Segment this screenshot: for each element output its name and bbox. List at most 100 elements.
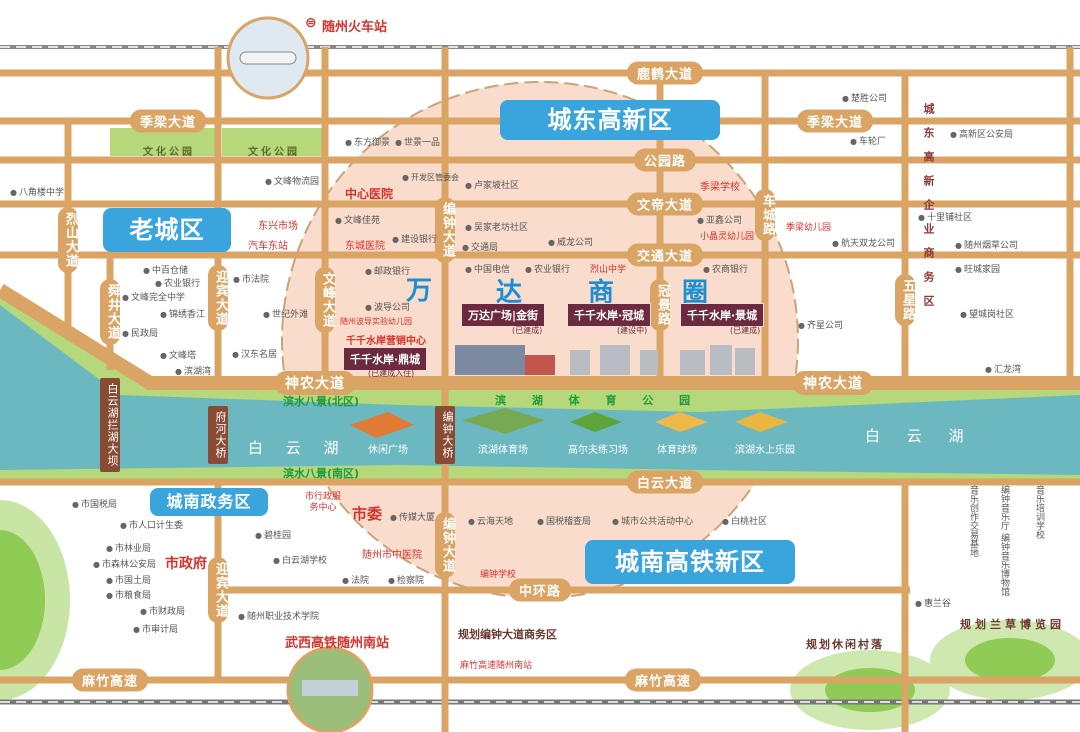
- lake-label-east: 白 云 湖: [865, 427, 964, 445]
- poi: 航天双龙公司: [832, 236, 895, 249]
- project-jingcheng-status: (已建成): [730, 326, 761, 335]
- north-bank-label: 滨水八景(北区): [283, 395, 360, 408]
- park-facility-icons: [350, 408, 788, 438]
- poi: 吴家老坊社区: [465, 220, 528, 233]
- poi: 城市公共活动中心: [612, 514, 693, 527]
- poi-city-government: 市政府: [165, 556, 207, 572]
- bridge-fuhe: 府河大桥: [208, 406, 228, 464]
- poi: 市森林公安局: [93, 557, 156, 570]
- road-wuxing: 五星路: [895, 274, 915, 326]
- poi: 旺城家园: [955, 262, 1000, 275]
- poi: 白桃社区: [722, 514, 767, 527]
- project-wanda-plaza[interactable]: 万达广场|金街: [461, 303, 546, 327]
- poi-east-bus-station: 汽车东站: [248, 241, 288, 252]
- south-bank-label: 滨水八景(南区): [283, 467, 360, 480]
- poi-city-committee: 市委: [352, 505, 383, 523]
- poi: 法院: [342, 573, 369, 586]
- poi: 市财政局: [140, 604, 185, 617]
- poi-jiliang-kindergarten: 季梁幼儿园: [786, 223, 832, 233]
- poi: 齐星公司: [798, 318, 843, 331]
- poi: 农业银行: [525, 262, 570, 275]
- poi-central-hospital: 中心医院: [345, 187, 394, 201]
- road-yingbin-south: 迎宾大道: [208, 557, 228, 623]
- poi-hsr-south-station[interactable]: 武西高铁随州南站: [285, 636, 390, 651]
- facility-leisure-square: 休闲广场: [368, 445, 408, 456]
- suizhou-railway-station-label[interactable]: 随州火车站: [322, 20, 388, 35]
- facility-water-park: 滨湖水上乐园: [735, 445, 795, 456]
- road-jiliang-west: 季梁大道: [129, 109, 207, 133]
- planned-business-district: 规划编钟大道商务区: [458, 628, 557, 641]
- poi-jiliang-school: 季梁学校: [700, 182, 740, 193]
- road-wendi: 文帝大道: [626, 192, 704, 216]
- poi-sales-center: 千千水岸营销中心: [346, 336, 426, 347]
- project-jingcheng[interactable]: 千千水岸·景城: [680, 303, 765, 327]
- poi: 文峰物流园: [265, 174, 319, 187]
- poi: 八角楼中学: [10, 185, 64, 198]
- planned-leisure-village: 规划休闲村落: [806, 638, 884, 651]
- facility-ball-court: 体育球场: [657, 445, 697, 456]
- poi: 锦绣香江: [160, 307, 205, 320]
- poi: 随州职业技术学院: [238, 609, 319, 622]
- facility-golf: 高尔夫练习场: [568, 445, 628, 456]
- poi: 世景一品: [395, 135, 440, 148]
- poi-bianzhong-concert-hall: 编钟音乐厅: [999, 485, 1009, 530]
- district-east-hitech: 城东高新区: [500, 100, 720, 140]
- poi: 中百仓储: [143, 263, 188, 276]
- poi: 汇龙湾: [985, 362, 1021, 375]
- road-guanjing: 冠景路: [650, 279, 670, 331]
- poi: 文峰完全中学: [122, 290, 185, 303]
- poi: 望城岗社区: [960, 307, 1014, 320]
- road-bianzhong-south: 编钟大道: [435, 512, 455, 578]
- project-guancheng[interactable]: 千千水岸·冠城: [567, 303, 652, 327]
- train-photo: [226, 16, 310, 100]
- poi: 亚鑫公司: [697, 213, 742, 226]
- road-lieshan: 烈山大道: [58, 207, 78, 273]
- poi: 邮政银行: [365, 264, 410, 277]
- road-wenfeng: 文峰大道: [315, 267, 335, 333]
- poi-bianzhong-music-museum: 编钟音乐博物馆: [999, 533, 1009, 596]
- lake-label-west: 白 云 湖: [248, 439, 339, 457]
- poi: 汉东名居: [232, 347, 277, 360]
- poi: 楚胜公司: [842, 91, 887, 104]
- poi-tcm-hospital: 随州市中医院: [362, 550, 422, 561]
- poi-music-training-school: 音乐培训学校: [1034, 485, 1044, 539]
- poi-xiaojingling-kindergarten: 小晶灵幼儿园: [700, 232, 755, 242]
- poi-bird-kindergarten: 随州波导实验幼儿园: [340, 317, 412, 326]
- poi: 卢家坡社区: [465, 178, 519, 191]
- poi: 东方御景: [345, 135, 390, 148]
- road-mazhu-west: 麻竹高速: [71, 668, 149, 692]
- road-chechen: 车城路: [755, 189, 775, 241]
- poi: 建设银行: [392, 232, 437, 245]
- road-shennong-east: 神农大道: [793, 371, 873, 395]
- poi-bianzhong-school: 编钟学校: [480, 570, 517, 580]
- poi: 文峰塔: [160, 348, 196, 361]
- poi: 检察院: [388, 573, 424, 586]
- bridge-bianzhong: 编钟大桥: [435, 406, 455, 464]
- road-baiyun: 白云大道: [626, 470, 704, 494]
- poi: 市国土局: [106, 573, 151, 586]
- poi: 随州烟草公司: [955, 238, 1018, 251]
- poi: 文峰佳苑: [335, 213, 380, 226]
- road-jiaotong: 交通大道: [626, 243, 704, 267]
- project-wanda-status: (已建成): [512, 326, 543, 335]
- poi: 十里铺社区: [918, 210, 972, 223]
- project-dingcheng[interactable]: 千千水岸·鼎城: [343, 347, 428, 371]
- poi: 惠兰谷: [915, 596, 951, 609]
- poi: 中国电信: [465, 262, 510, 275]
- road-shennong-west: 神农大道: [275, 371, 355, 395]
- poi: 威龙公司: [548, 235, 593, 248]
- poi: 滨湖湾: [175, 364, 211, 377]
- road-mazhu-east: 麻竹高速: [624, 668, 702, 692]
- culture-park-west: 文化公园: [143, 147, 195, 158]
- railway-station-icon: ⊜: [305, 15, 317, 31]
- district-south-hsr: 城南高铁新区: [585, 540, 795, 584]
- project-dingcheng-status: (已建成入住): [368, 369, 415, 378]
- poi-dongxing-market: 东兴市场: [258, 221, 298, 232]
- planned-orchid-expo-park: 规划兰草博览园: [960, 618, 1065, 631]
- project-guancheng-status: (建设中): [617, 326, 648, 335]
- poi: 市国税局: [72, 497, 117, 510]
- sports-park-label: 滨 湖 体 育 公 园: [495, 394, 691, 407]
- district-old-city: 老城区: [103, 208, 231, 252]
- poi: 市林业局: [106, 541, 151, 554]
- district-south-gov: 城南政务区: [150, 488, 268, 516]
